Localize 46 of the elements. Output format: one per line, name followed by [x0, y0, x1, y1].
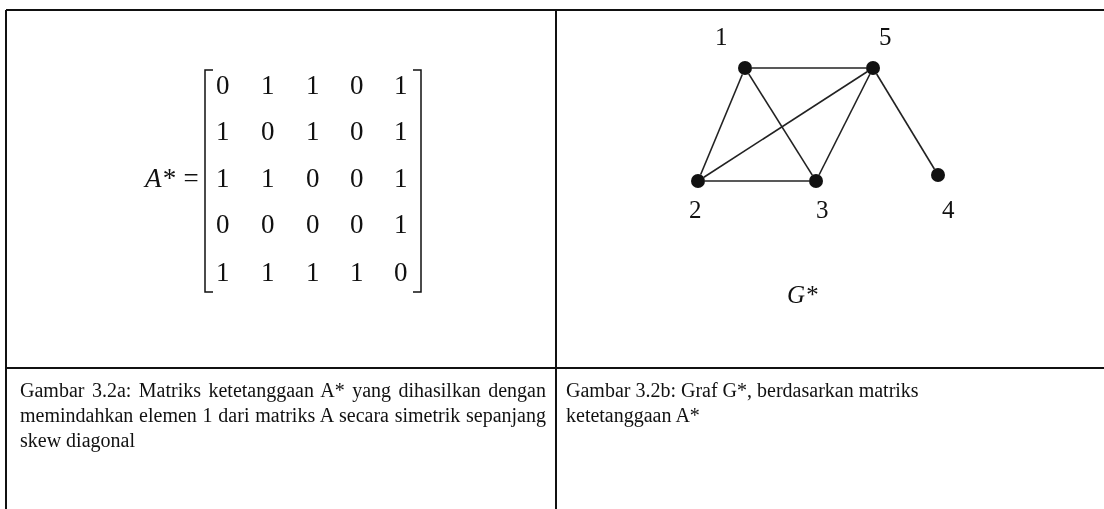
- matrix-entry: 1: [350, 259, 364, 286]
- graph-edge: [747, 73, 814, 176]
- matrix-entry: 1: [394, 118, 408, 145]
- matrix-entry: 0: [394, 259, 408, 286]
- vertex-label: 4: [942, 197, 955, 222]
- graph-edge: [703, 71, 868, 178]
- matrix-entry: 0: [261, 118, 275, 145]
- matrix-entry: 0: [216, 72, 230, 99]
- matrix-entry: 1: [216, 118, 230, 145]
- matrix-entry: 1: [394, 211, 408, 238]
- graph-edge: [818, 73, 871, 176]
- graph-vertex: [866, 61, 880, 75]
- vertex-label: 1: [715, 24, 728, 49]
- vertex-label: 2: [689, 197, 702, 222]
- graph-edge: [875, 73, 936, 170]
- matrix-entry: 1: [261, 259, 275, 286]
- graph-vertex: [931, 168, 945, 182]
- graph-name: G*: [787, 282, 818, 307]
- matrix-entry: 1: [261, 165, 275, 192]
- graph-edge: [699, 73, 744, 176]
- matrix-entry: 1: [394, 165, 408, 192]
- figure-caption: Gambar 3.2a: Matriks ketetanggaan A* yang dihasilkan dengan memindahkan elemen 1 dari matriks A secara simetrik sepanjang skew diagonal: [20, 378, 546, 453]
- matrix-entry: 0: [306, 165, 320, 192]
- matrix-entry: 1: [216, 165, 230, 192]
- matrix-entry: 0: [350, 72, 364, 99]
- matrix-entry: 1: [394, 72, 408, 99]
- graph-vertex: [809, 174, 823, 188]
- matrix-entry: 1: [216, 259, 230, 286]
- matrix-entry: 0: [350, 118, 364, 145]
- matrix-entry: 0: [306, 211, 320, 238]
- matrix-entry: 0: [350, 165, 364, 192]
- matrix-entry: 1: [306, 118, 320, 145]
- matrix-entry: 1: [261, 72, 275, 99]
- matrix-entry: 0: [216, 211, 230, 238]
- matrix-entry: 0: [350, 211, 364, 238]
- graph-edge: [751, 67, 867, 69]
- vertex-label: 5: [879, 24, 892, 49]
- figure-caption: Gambar 3.2b: Graf G*, berdasarkan matriks ketetanggaan A*: [566, 378, 920, 428]
- matrix-name: A* =: [145, 165, 200, 192]
- graph-vertex: [691, 174, 705, 188]
- matrix-entry: 0: [261, 211, 275, 238]
- matrix-entry: 1: [306, 72, 320, 99]
- matrix-entry: 1: [306, 259, 320, 286]
- vertex-label: 3: [816, 197, 829, 222]
- graph-edge: [704, 180, 810, 182]
- graph-vertex: [738, 61, 752, 75]
